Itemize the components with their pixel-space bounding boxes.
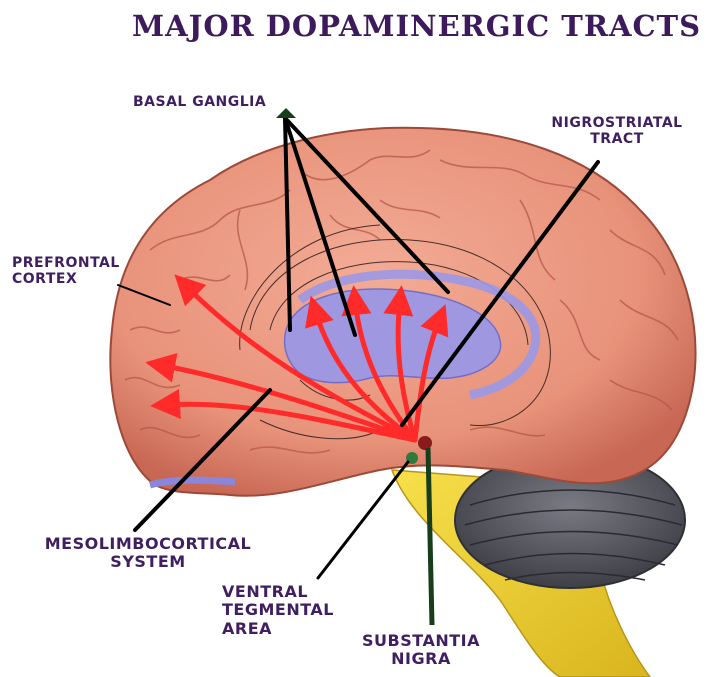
label-mesolimbocortical-system: MESOLIMBOCORTICAL SYSTEM (18, 535, 278, 572)
diagram-title: MAJOR DOPAMINERGIC TRACTS (132, 10, 701, 43)
cerebrum (110, 128, 695, 496)
label-prefrontal-line2: CORTEX (12, 271, 120, 287)
label-substantia-line1: SUBSTANTIA (346, 632, 496, 650)
label-substantia-nigra: SUBSTANTIA NIGRA (346, 632, 496, 669)
label-prefrontal-cortex: PREFRONTAL CORTEX (12, 255, 120, 287)
label-mesolimbocortical-line1: MESOLIMBOCORTICAL (18, 535, 278, 553)
label-ventral-line1: VENTRAL (222, 583, 334, 601)
label-ventral-tegmental-area: VENTRAL TEGMENTAL AREA (222, 583, 334, 638)
label-basal-ganglia: BASAL GANGLIA (133, 94, 266, 110)
label-nigrostriatal-line1: NIGROSTRIATAL (542, 115, 692, 131)
label-nigrostriatal-tract: NIGROSTRIATAL TRACT (542, 115, 692, 147)
label-ventral-line2: TEGMENTAL (222, 601, 334, 619)
label-mesolimbocortical-line2: SYSTEM (18, 553, 278, 571)
label-nigrostriatal-line2: TRACT (542, 131, 692, 147)
label-substantia-line2: NIGRA (346, 650, 496, 668)
substantia-nigra-dot (418, 436, 432, 450)
label-ventral-line3: AREA (222, 620, 334, 638)
label-prefrontal-line1: PREFRONTAL (12, 255, 120, 271)
